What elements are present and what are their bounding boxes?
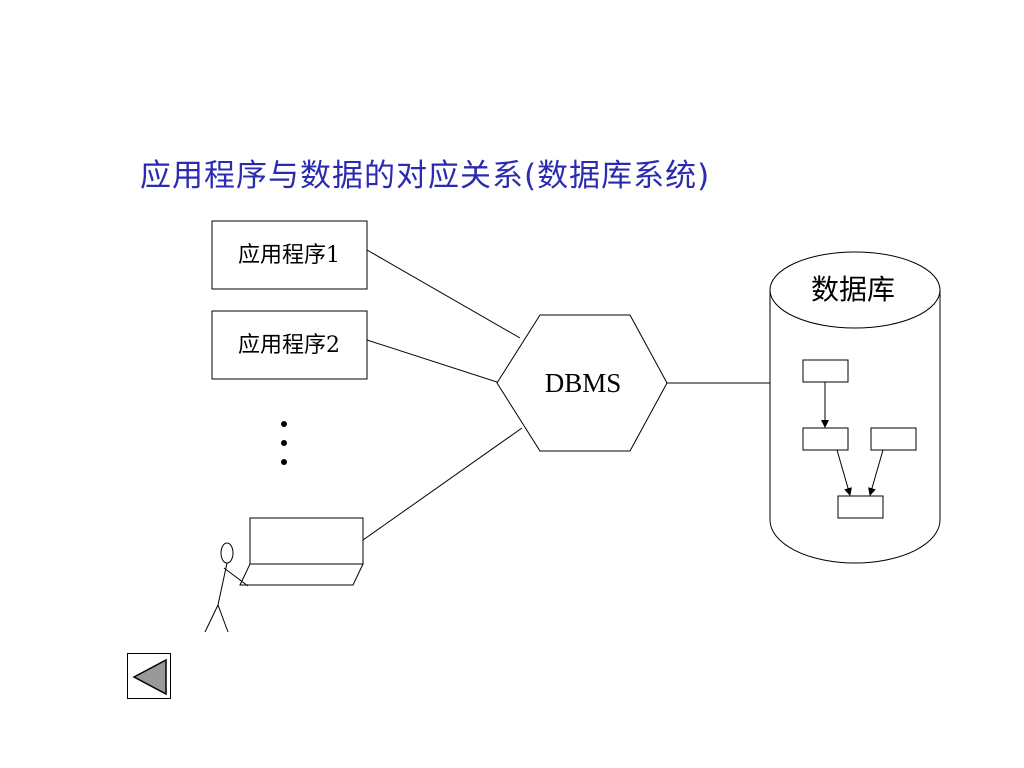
dbms-hexagon: DBMS	[496, 314, 668, 452]
connector-app1-dbms	[366, 249, 521, 339]
user-terminal-icon	[204, 517, 364, 633]
ellipsis-dots	[281, 421, 287, 465]
connector-app2-dbms	[366, 339, 501, 384]
database-label: 数据库	[811, 273, 895, 306]
app2-label: 应用程序2	[238, 333, 340, 358]
app1-box: 应用程序1	[211, 220, 368, 290]
app2-box: 应用程序2	[211, 310, 368, 380]
back-button[interactable]	[127, 653, 171, 699]
database-cylinder: 数据库	[769, 251, 941, 564]
dbms-label: DBMS	[545, 368, 622, 398]
database-schema-structure	[802, 359, 917, 519]
app1-label: 应用程序1	[238, 243, 340, 268]
connector-user-dbms	[362, 427, 523, 541]
triangle-left-icon	[132, 658, 167, 696]
slide-title: 应用程序与数据的对应关系(数据库系统)	[140, 158, 711, 194]
